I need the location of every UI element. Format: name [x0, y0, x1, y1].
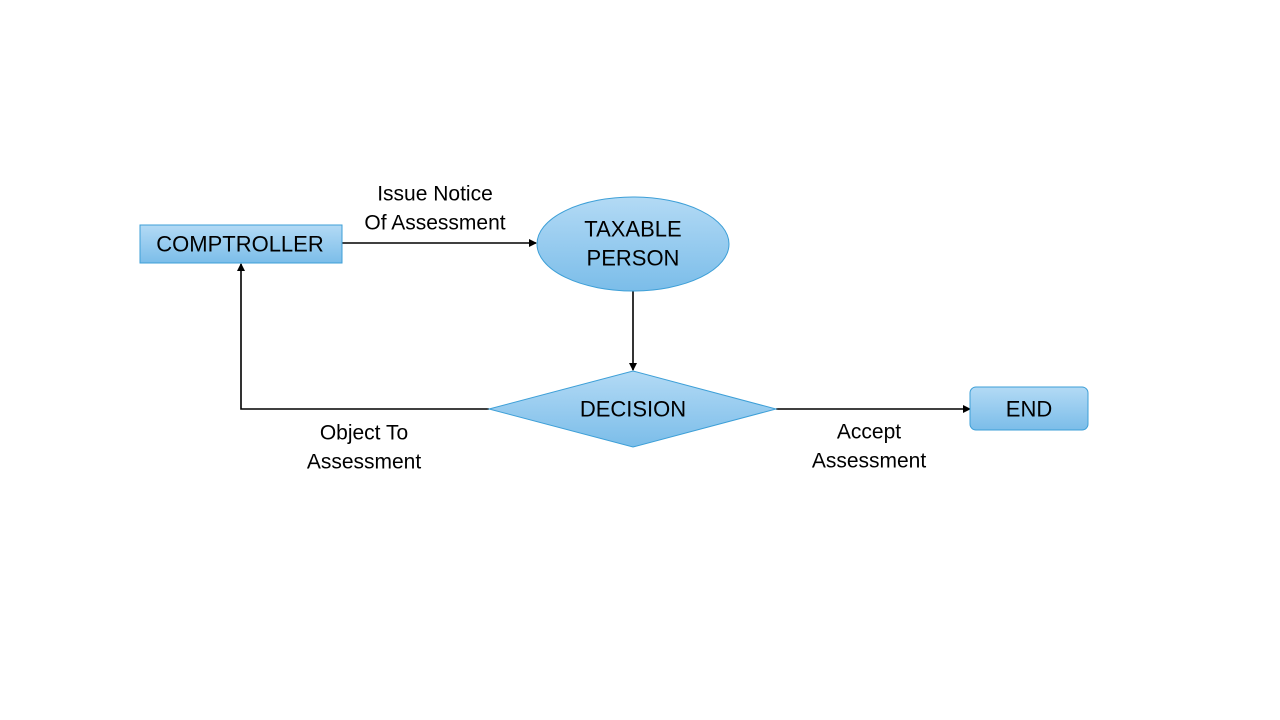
edge-label-object-to-line1: Object To: [320, 422, 408, 445]
node-taxable-person-shape: [536, 196, 730, 292]
node-comptroller[interactable]: COMPTROLLER: [139, 224, 343, 264]
node-decision[interactable]: DECISION: [487, 370, 778, 448]
node-end-shape: [969, 386, 1089, 431]
arrow-decision-to-comptroller: [237, 263, 489, 410]
node-end[interactable]: END: [969, 386, 1089, 431]
edge-label-accept-line2: Assessment: [812, 450, 927, 473]
edge-label-issue-notice-line1: Issue Notice: [377, 183, 493, 206]
node-taxable-person-label-line1: TAXABLE: [584, 217, 681, 242]
edge-label-object-to-line2: Assessment: [307, 451, 422, 474]
edge-label-accept-line1: Accept: [837, 421, 901, 444]
node-comptroller-label: COMPTROLLER: [156, 232, 323, 257]
edge-label-issue-notice-line2: Of Assessment: [364, 212, 505, 235]
node-taxable-person-label-line2: PERSON: [587, 246, 680, 271]
node-decision-label: DECISION: [580, 397, 686, 422]
node-comptroller-shape: [139, 224, 343, 264]
node-decision-shape: [487, 370, 778, 448]
node-taxable-person[interactable]: TAXABLE PERSON: [536, 196, 730, 292]
node-end-label: END: [1006, 397, 1052, 422]
